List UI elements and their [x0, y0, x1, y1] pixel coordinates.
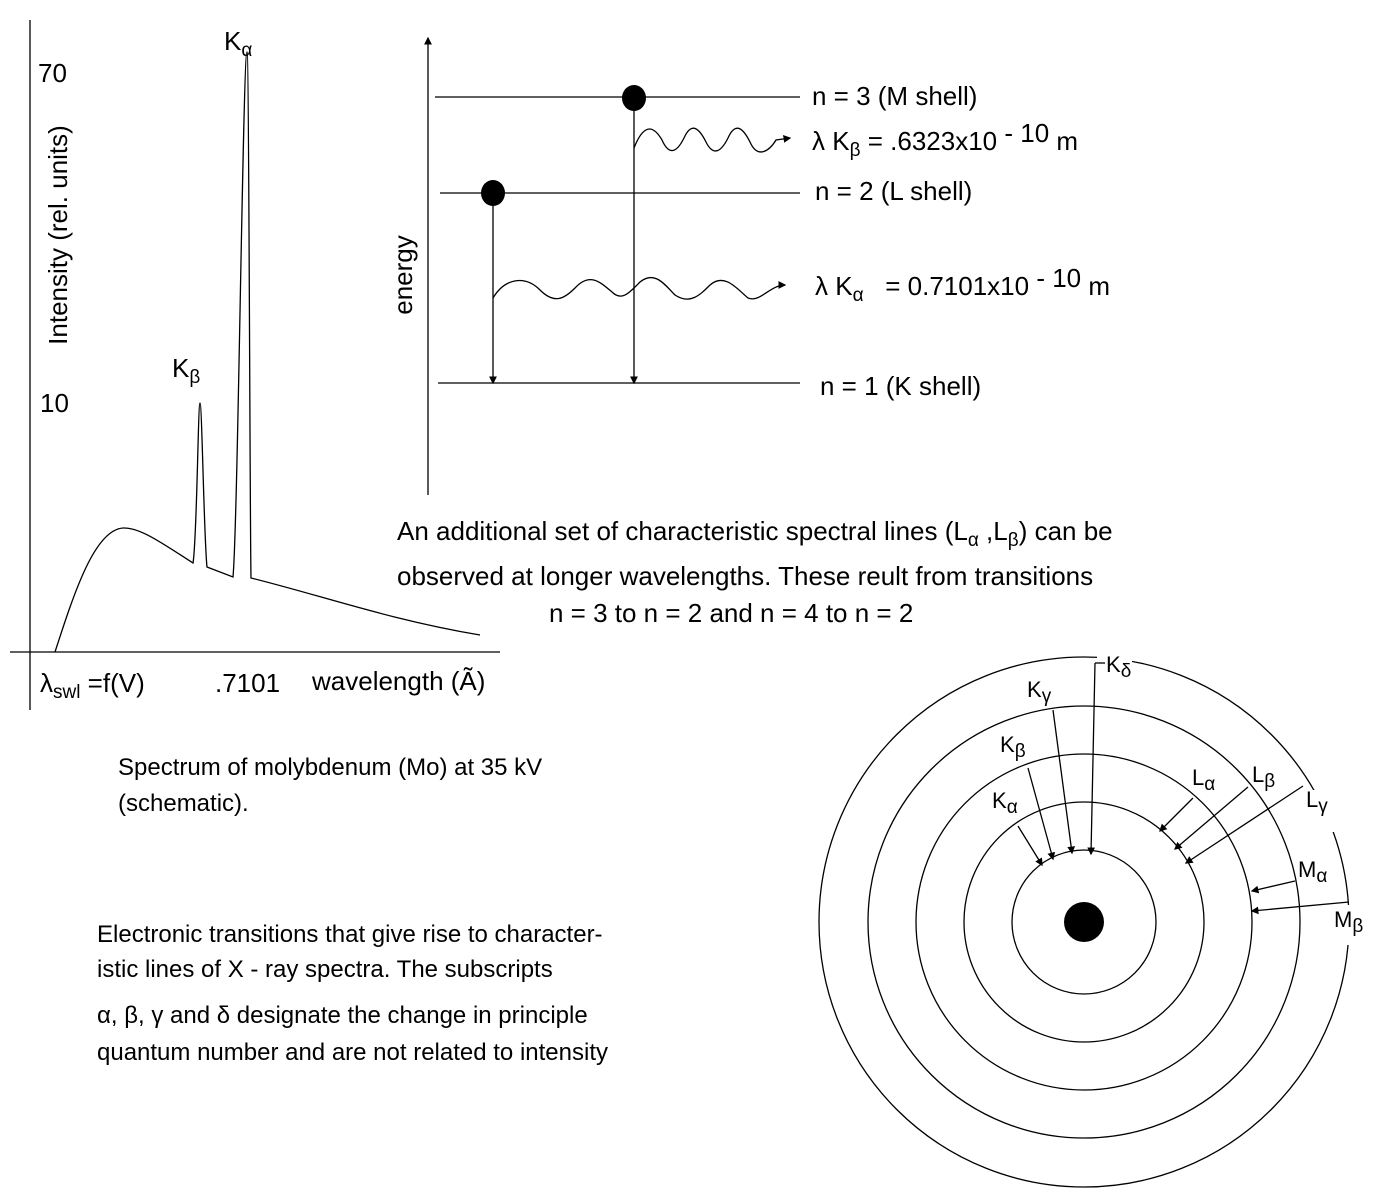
note-line2: observed at longer wavelengths. These re… [397, 561, 1093, 591]
shell-diagram: Kδ Kγ Kβ Kα Lα Lβ Lγ Mα Mβ Electronic tr… [97, 650, 1368, 1188]
label-l-gamma: Lγ [1306, 787, 1328, 817]
y-tick-70: 70 [38, 58, 67, 88]
note-line1: An additional set of characteristic spec… [397, 516, 1113, 551]
label-k-delta: Kδ [1106, 652, 1131, 682]
shell-caption-line2: istic lines of X - ray spectra. The subs… [97, 956, 553, 983]
shell-caption-line4: quantum number and are not related to in… [97, 1039, 608, 1066]
electron-m-shell [622, 85, 646, 111]
label-m-beta: Mβ [1334, 907, 1363, 937]
label-m-alpha: Mα [1298, 857, 1327, 887]
x-tick-7101: .7101 [215, 668, 280, 698]
energy-level-diagram: energy n = 3 (M shell) n = 2 (L shell) n… [388, 36, 1110, 495]
peak-label-k-beta: Kβ [172, 353, 200, 388]
additional-lines-note: An additional set of characteristic spec… [397, 516, 1113, 628]
level-n3-label: n = 3 (M shell) [812, 81, 977, 111]
nucleus [1064, 902, 1104, 942]
shell-circle-2 [963, 801, 1205, 1043]
x-label-swl: λswl =f(V) [40, 668, 145, 703]
y-axis-label: Intensity (rel. units) [43, 125, 73, 345]
l-beta-arrow [1174, 786, 1249, 850]
label-k-alpha: Kα [992, 788, 1018, 818]
x-axis-label: wavelength (Ã) [311, 666, 485, 696]
spectrum-caption-line1: Spectrum of molybdenum (Mo) at 35 kV [118, 754, 542, 781]
k-beta-photon-wave [633, 127, 792, 153]
level-n2-label: n = 2 (L shell) [815, 176, 972, 206]
k-alpha-photon-wave [492, 276, 787, 300]
spectrum-plot: 70 10 Intensity (rel. units) Kα Kβ λswl … [10, 20, 542, 817]
electron-l-shell [481, 180, 505, 206]
spectrum-caption-line2: (schematic). [118, 790, 249, 817]
label-l-alpha: Lα [1192, 765, 1215, 795]
shell-circle-4 [867, 705, 1301, 1139]
shell-circle-3 [915, 753, 1253, 1091]
label-l-beta: Lβ [1252, 762, 1275, 792]
m-beta-arrow [1250, 901, 1350, 915]
k-beta-arrow [1027, 767, 1056, 861]
y-tick-10: 10 [40, 388, 69, 418]
shell-circle-1 [1011, 849, 1157, 995]
note-line3: n = 3 to n = 2 and n = 4 to n = 2 [549, 598, 913, 628]
shell-caption-line3: α, β, γ and δ designate the change in pr… [97, 1002, 588, 1029]
l-gamma-arrow [1184, 785, 1304, 864]
k-alpha-arrow [1017, 825, 1043, 867]
k-beta-wavelength-label: λ Kβ = .6323x10 - 10 m [812, 118, 1078, 161]
m-alpha-arrow [1250, 880, 1296, 894]
label-k-gamma: Kγ [1027, 677, 1052, 707]
l-alpha-arrow [1159, 797, 1194, 832]
k-gamma-arrow [1052, 709, 1076, 855]
shell-caption-line1: Electronic transitions that give rise to… [97, 921, 603, 948]
level-n1-label: n = 1 (K shell) [820, 371, 981, 401]
k-delta-arrow [1087, 662, 1096, 856]
k-alpha-wavelength-label: λ Kα = 0.7101x10 - 10 m [815, 263, 1110, 306]
label-k-beta: Kβ [1000, 732, 1026, 762]
peak-label-k-alpha: Kα [224, 26, 252, 61]
spectrum-curve [54, 51, 481, 653]
energy-axis-label: energy [388, 235, 418, 315]
